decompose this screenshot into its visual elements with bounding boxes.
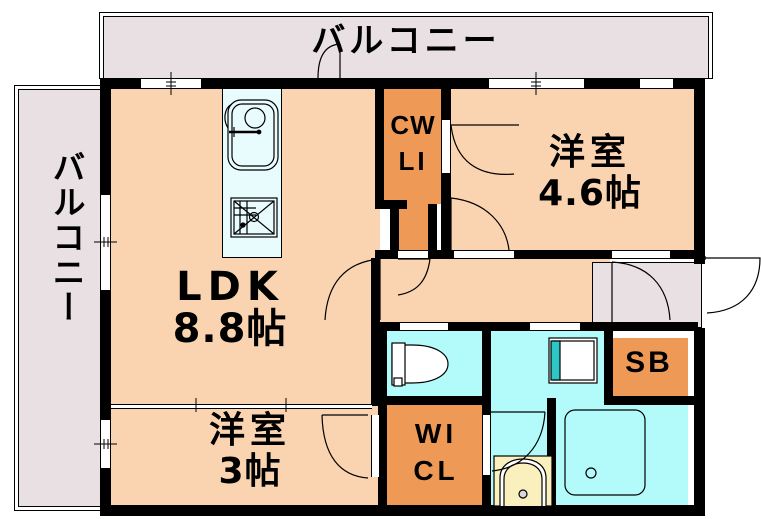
wic-label-line2: CL [413, 455, 459, 486]
wall-washroom-east-upper [604, 330, 613, 402]
wall-cwl-left [375, 84, 384, 208]
window-ldk-west-upper[interactable] [100, 195, 111, 290]
wic-closet [386, 403, 486, 506]
bedroom-main-label-line2: 4.6帖 [538, 173, 642, 214]
wall-cwl-stub-left [390, 204, 399, 258]
wall-bedroom-main-south [441, 250, 697, 259]
wall-west-outer [100, 78, 111, 516]
hallway [378, 256, 610, 328]
wall-shoebox-south [604, 396, 698, 405]
balcony-left [18, 89, 110, 507]
balcony-door-kitchen-opening[interactable] [640, 78, 673, 89]
wall-east-outer-lower [694, 328, 705, 516]
cwl-closet [382, 88, 444, 204]
wall-east-entrance-top [694, 256, 705, 264]
bedroom-small-label-line1: 洋室 [208, 410, 291, 451]
bedroom-small-label-line2: 3帖 [218, 451, 282, 492]
wall-cwl-stub-right [428, 204, 437, 258]
entrance-genkan [592, 262, 702, 328]
wall-bath-west [547, 398, 556, 510]
ldk-label-line1: LDK [176, 264, 284, 310]
washroom-door-opening[interactable] [530, 322, 580, 331]
wic-label-line1: WI [414, 418, 458, 449]
bedroom-main-label-line1: 洋室 [548, 132, 631, 173]
ldk-room-north-right [300, 88, 380, 406]
balcony-top-label: バルコニー [311, 21, 501, 61]
ldk-label-line2: 8.8帖 [172, 306, 288, 352]
cwl-closet-stub [398, 204, 428, 258]
bedroom-main-door-opening[interactable] [454, 250, 514, 259]
wall-east-outer-upper [694, 78, 705, 262]
cwl-label-line2: LI [398, 146, 428, 176]
window-ldk-north[interactable] [141, 78, 201, 89]
wall-waterarea-west [378, 322, 387, 512]
bathroom-unit [556, 403, 688, 506]
bedroom-small-door-opening[interactable] [371, 415, 380, 477]
entrance-door-arc [704, 256, 761, 314]
entrance-hall-door-opening[interactable] [612, 250, 670, 259]
wall-ldk-east [371, 258, 380, 406]
wall-toilet-south [378, 396, 491, 405]
wall-south-outer [100, 505, 705, 516]
wall-ldk-bedroomsmall-divider [111, 404, 372, 409]
balcony-left-label: バルコニー [47, 150, 86, 325]
cwl-stub-door-opening[interactable] [398, 250, 428, 259]
toilet-door-opening[interactable] [400, 322, 448, 331]
toilet-room [386, 330, 486, 398]
wall-north-outer [100, 78, 705, 89]
cwl-label-line1: CW [390, 110, 436, 140]
window-bedroom-west-lower[interactable] [100, 420, 111, 468]
kitchen-counter-area [222, 88, 282, 258]
shoebox-label: SB [625, 346, 673, 379]
shoebox [610, 338, 688, 398]
wall-toilet-east [482, 322, 491, 402]
window-bedroom-north[interactable] [489, 78, 584, 89]
cwl-door-opening[interactable] [441, 120, 451, 173]
bathroom-door-opening[interactable] [482, 415, 491, 475]
